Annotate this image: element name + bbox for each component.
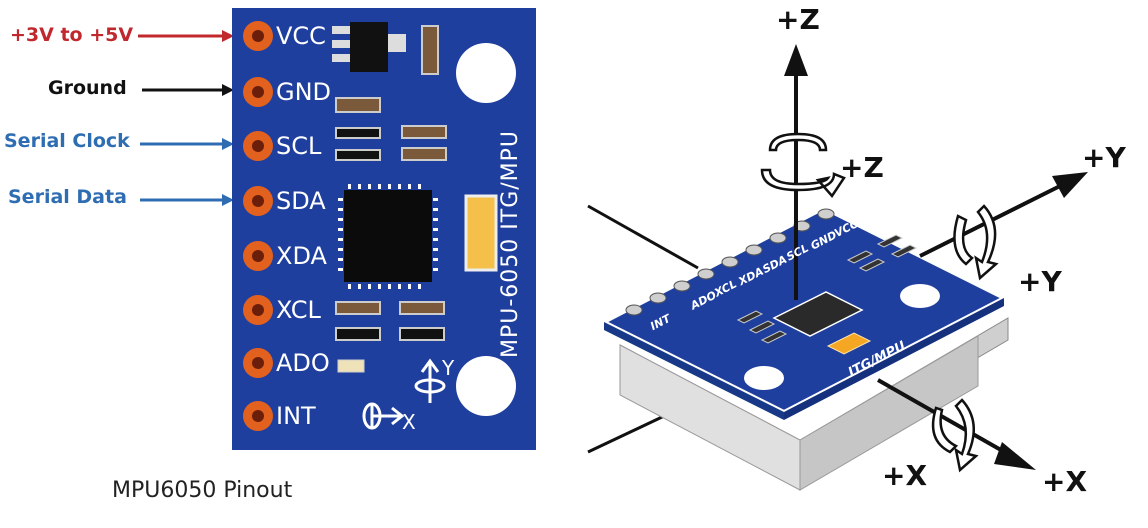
pin-label-ado: ADO bbox=[276, 351, 330, 375]
pin-label-xcl: XCL bbox=[276, 298, 321, 322]
mpu6050-chip bbox=[338, 184, 438, 289]
y-axis-arrow bbox=[920, 172, 1088, 256]
pin-label-xda: XDA bbox=[276, 244, 327, 268]
vcc-arrow bbox=[138, 30, 234, 42]
pin-label-sda: SDA bbox=[276, 189, 326, 213]
z-rotation-label: +Z bbox=[840, 154, 884, 182]
y-axis-label: +Y bbox=[1082, 144, 1126, 172]
x-rotation-icon bbox=[933, 400, 976, 470]
pinout-caption: MPU6050 Pinout bbox=[112, 478, 292, 503]
pin-label-gnd: GND bbox=[276, 80, 331, 104]
x-rotation-label: +X bbox=[882, 462, 927, 490]
scl-arrow bbox=[140, 138, 234, 150]
mount-hole-bottom bbox=[456, 356, 516, 416]
x-axis-label: +X bbox=[1042, 468, 1087, 496]
pin-label-vcc: VCC bbox=[276, 24, 326, 48]
mpu6050-board bbox=[232, 8, 542, 458]
sda-arrow bbox=[140, 194, 234, 206]
board-model-text: MPU-6050 ITG/MPU bbox=[498, 130, 523, 358]
y-rotation-icon bbox=[954, 206, 996, 278]
power-led bbox=[466, 196, 496, 270]
smd-capacitor-1 bbox=[422, 26, 438, 74]
pin-label-int: INT bbox=[276, 404, 316, 428]
board-axis-y-label: Y bbox=[442, 358, 454, 378]
z-axis-label: +Z bbox=[776, 6, 820, 34]
mount-hole-top bbox=[456, 43, 516, 103]
pin-label-scl: SCL bbox=[276, 134, 321, 158]
isometric-module bbox=[548, 0, 1148, 528]
pin-arrows bbox=[0, 0, 240, 240]
z-rotation-icon bbox=[762, 134, 844, 196]
board-axis-x-label: X bbox=[402, 412, 416, 432]
gnd-arrow bbox=[142, 84, 234, 96]
y-rotation-label: +Y bbox=[1018, 268, 1062, 296]
